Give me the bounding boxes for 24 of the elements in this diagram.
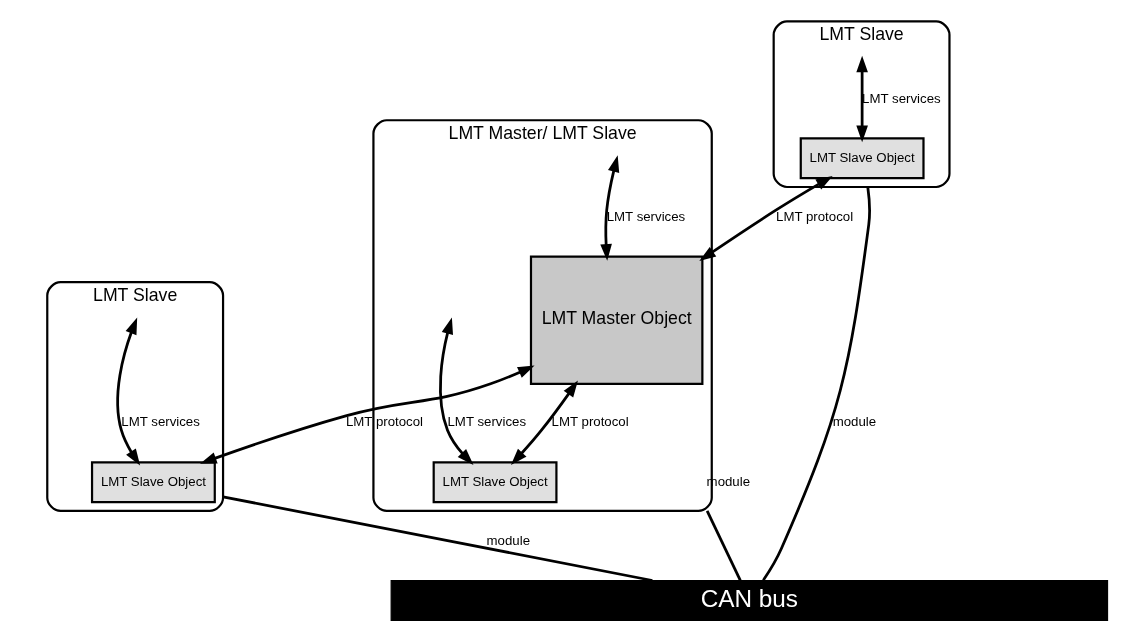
edge-label: LMT services [606, 208, 686, 224]
node-box: LMT Slave Object [799, 137, 925, 180]
node-box: CAN bus [390, 580, 1109, 621]
arrow [699, 176, 833, 262]
edge-label: LMT services [447, 414, 527, 430]
arrow [600, 155, 620, 261]
edge-label: LMT protocol [551, 414, 629, 430]
node-box: LMT Master Object [529, 255, 704, 385]
arrow [116, 317, 141, 466]
edge-label: LMT protocol [345, 414, 424, 430]
edge-label: LMT services [862, 90, 941, 106]
edge-label: module [832, 414, 877, 430]
connector [222, 495, 653, 582]
edge-label: LMT protocol [776, 208, 854, 224]
arrow [200, 365, 535, 464]
arrow [510, 380, 578, 465]
connector [762, 186, 871, 582]
node-box: LMT Slave Object [90, 461, 216, 504]
edge-label: module [486, 532, 531, 548]
node-box: LMT Slave Object [432, 461, 558, 504]
connector [705, 510, 742, 581]
edge-label: LMT services [121, 414, 200, 430]
arrow [439, 317, 474, 465]
arrow [856, 55, 868, 143]
